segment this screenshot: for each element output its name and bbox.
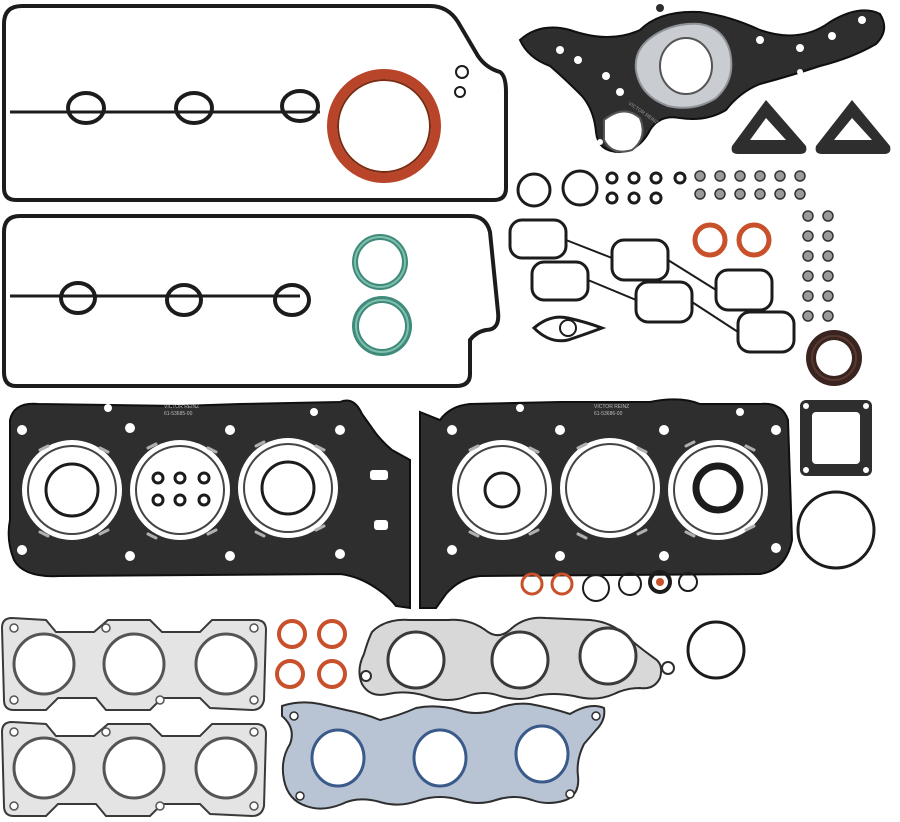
triangular-gaskets [731, 100, 891, 154]
o-ring-bottom-right [686, 620, 746, 680]
head-gasket-left-stamp-2: 61-53685-00 [164, 411, 193, 417]
valve-cover-gasket-top [2, 3, 508, 202]
valve-stem-seals-left [151, 471, 211, 507]
large-o-ring-right [796, 490, 876, 570]
small-o-rings-top [454, 65, 469, 98]
intake-plenum-gasket-upper [358, 616, 675, 701]
valve-cover-gasket-bottom [2, 214, 501, 388]
head-gasket-right-stamp-1: VICTOR REINZ [594, 404, 629, 410]
small-flange-gasket [531, 315, 607, 343]
small-seals-row [520, 570, 698, 602]
exhaust-manifold-gasket-upper [0, 616, 268, 712]
square-flange-gasket [800, 400, 872, 476]
head-gasket-left: VICTOR REINZ 61-53685-00 [7, 399, 411, 610]
o-ring-assortment-right [516, 169, 687, 208]
intake-runner-gaskets [508, 218, 796, 354]
head-gasket-right-stamp-2: 61-53686-00 [594, 411, 623, 417]
copper-washers-bottom [275, 619, 347, 689]
valve-stem-seals-grid [694, 170, 834, 322]
front-crank-seal [806, 330, 862, 386]
head-gasket-left-stamp-1: VICTOR REINZ [164, 404, 199, 410]
head-gasket-right: VICTOR REINZ 61-53686-00 [419, 398, 794, 609]
copper-washers-mid [692, 222, 772, 258]
rear-main-seal [327, 69, 441, 183]
intake-plenum-gasket-lower [281, 701, 606, 810]
timing-cover-gasket: VICTOR REINZ [518, 4, 886, 154]
exhaust-manifold-gasket-lower [0, 720, 268, 818]
spark-plug-tube-seals [352, 234, 412, 356]
